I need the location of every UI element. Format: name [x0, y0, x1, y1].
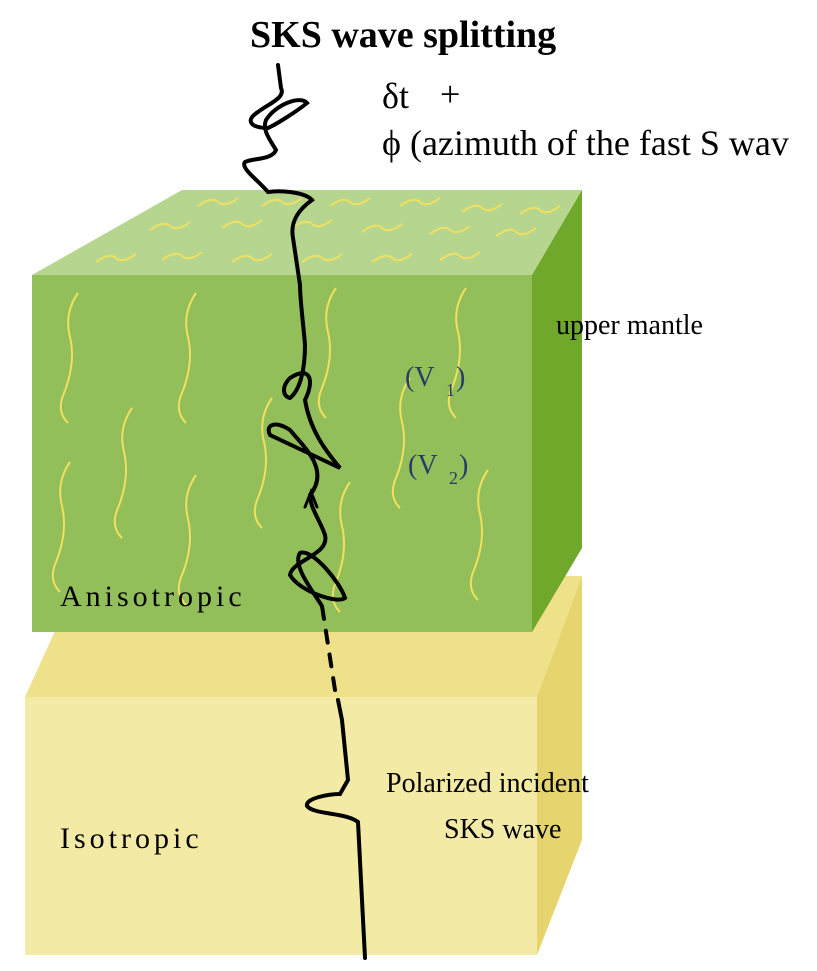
phi-label: ϕ (azimuth of the fast S wav — [382, 123, 789, 163]
crystal-squiggles-front — [51, 287, 489, 613]
v1-label-open: (V — [405, 362, 435, 393]
anisotropic-front-face — [32, 275, 532, 632]
isotropic-front-face — [25, 697, 537, 955]
split-wave-trace — [266, 283, 348, 608]
upper-mantle-label: upper mantle — [556, 310, 703, 341]
outgoing-wave-trace — [242, 63, 315, 287]
propagation-arrowhead — [303, 487, 319, 509]
incident-label-line2: SKS wave — [444, 814, 561, 845]
delta-t-label: δt — [382, 76, 409, 116]
isotropic-label: Isotropic — [60, 822, 203, 855]
crystal-squiggles-top — [95, 197, 561, 263]
incident-label-line1: Polarized incident — [386, 768, 589, 799]
anisotropic-block — [32, 190, 582, 632]
anisotropic-label: Anisotropic — [60, 580, 246, 613]
sks-ray — [242, 63, 367, 960]
v1-subscript: 1 — [446, 380, 455, 400]
v2-label-close: ) — [459, 450, 468, 481]
isotropic-block — [25, 576, 582, 955]
v1-label-close: ) — [456, 362, 465, 393]
v2-subscript: 2 — [449, 468, 458, 488]
anisotropic-top-face — [32, 190, 582, 275]
incident-wave-trace — [305, 698, 367, 960]
isotropic-side-face — [537, 576, 582, 955]
v2-label-open: (V — [408, 450, 438, 481]
diagram-title: SKS wave splitting — [250, 14, 556, 56]
plus-sign: + — [440, 74, 460, 114]
anisotropic-side-face — [532, 190, 582, 632]
boundary-dashed-ray — [320, 604, 337, 692]
